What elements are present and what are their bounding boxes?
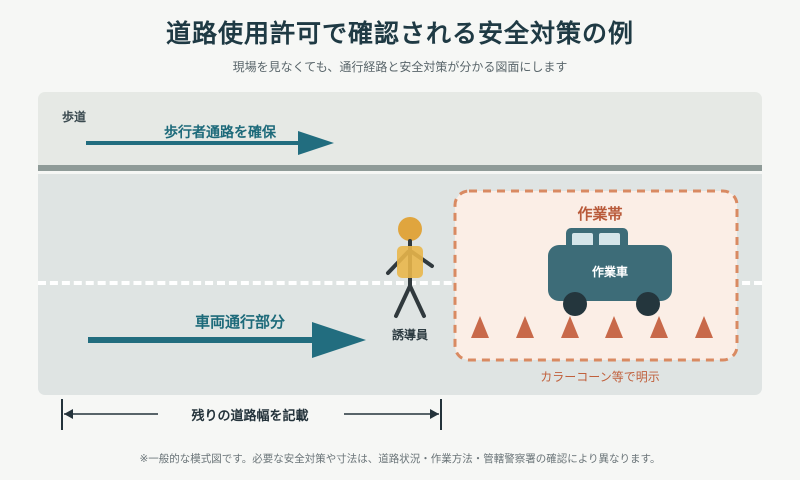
cone-3	[561, 316, 579, 338]
curb-line	[38, 165, 762, 171]
vehicle-arrow	[88, 322, 366, 358]
sidewalk-area	[38, 92, 762, 166]
flagger-figure	[386, 217, 434, 318]
cone-label: カラーコーン等で明示	[540, 370, 660, 384]
road-width-dimension	[61, 399, 442, 430]
cone-4	[605, 316, 623, 338]
pedestrian-arrow	[86, 131, 334, 155]
cone-2	[516, 316, 534, 338]
page-title: 道路使用許可で確認される安全対策の例	[165, 19, 634, 48]
footnote: ※一般的な模式図です。必要な安全対策や寸法は、道路状況・作業方法・管轄警察署の確…	[139, 453, 661, 465]
lane-divider-line	[38, 281, 762, 285]
road-width-label: 残りの道路幅を記載	[191, 409, 309, 424]
cone-5	[650, 316, 668, 338]
pedestrian-path-label: 歩行者通路を確保	[164, 125, 276, 141]
traffic-cones	[471, 316, 713, 338]
sidewalk-label: 歩道	[62, 110, 87, 124]
cone-1	[471, 316, 489, 338]
flagger-label: 誘導員	[391, 328, 428, 342]
vehicle-lane-label: 車両通行部分	[194, 313, 285, 331]
cone-6	[695, 316, 713, 338]
page-subtitle: 現場を見なくても、通行経路と安全対策が分かる図面にします	[232, 60, 568, 74]
work-vehicle	[548, 228, 672, 316]
work-vehicle-label: 作業車	[591, 265, 628, 279]
work-zone-label: 作業帯	[577, 205, 623, 223]
